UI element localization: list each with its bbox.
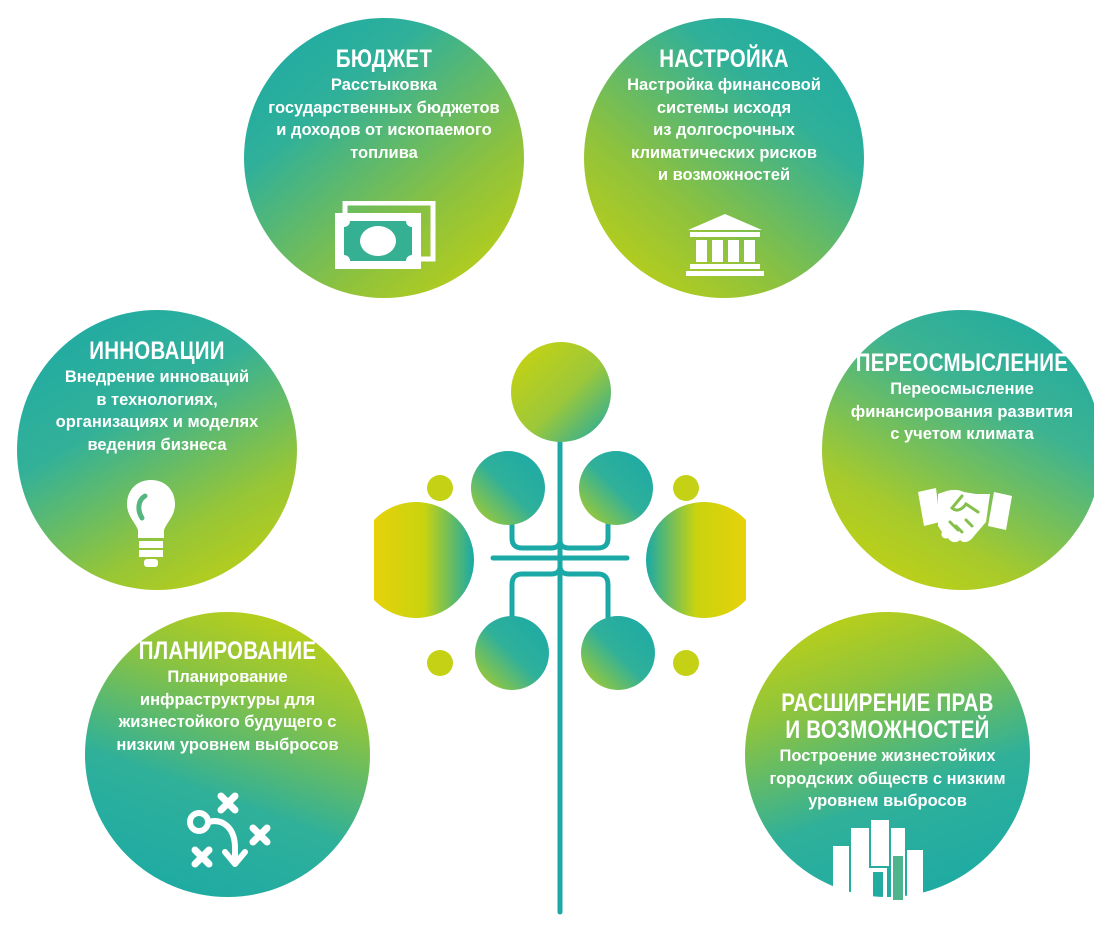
rethink-title: ПЕРЕОСМЫСЛЕНИЕ [855,349,1069,377]
planning-description: Планирование инфраструктуры для жизнесто… [116,668,339,754]
setup-title: НАСТРОЙКА [659,45,789,73]
setup-circle: НАСТРОЙКА Настройка финансовой системы и… [584,18,864,298]
budget-title: БЮДЖЕТ [335,45,433,73]
rethink-circle: ПЕРЕОСМЫСЛЕНИЕ Переосмысление финансиров… [822,310,1094,590]
empowerment-circle: РАСШИРЕНИЕ ПРАВ И ВОЗМОЖНОСТЕЙ Построени… [745,612,1030,900]
lightbulb-icon [127,480,175,567]
handshake-icon [918,488,1012,543]
planning-title: ПЛАНИРОВАНИЕ [138,637,317,665]
budget-description: Расстыковка государственных бюджетов и д… [268,76,500,162]
budget-circle: БЮДЖЕТ Расстыковка государственных бюдже… [244,18,524,298]
planning-circle: ПЛАНИРОВАНИЕ Планирование инфраструктуры… [85,612,370,897]
innovation-title: ИННОВАЦИИ [89,337,225,365]
empowerment-title: РАСШИРЕНИЕ ПРАВ И ВОЗМОЖНОСТЕЙ [781,689,994,744]
tree-icon [374,342,746,915]
rethink-description: Переосмысление финансирования развития с… [850,380,1074,443]
city-buildings-icon [833,820,923,900]
bank-building-icon [686,214,764,276]
innovation-description: Внедрение инноваций в технологиях, орган… [55,368,259,454]
banknote-icon [335,201,436,269]
strategy-play-icon [187,792,271,868]
empowerment-description: Построение жизнестойких городских общест… [769,747,1006,810]
innovation-circle: ИННОВАЦИИ Внедрение инноваций в технолог… [17,310,297,590]
setup-description: Настройка финансовой системы исходя из д… [627,76,821,184]
